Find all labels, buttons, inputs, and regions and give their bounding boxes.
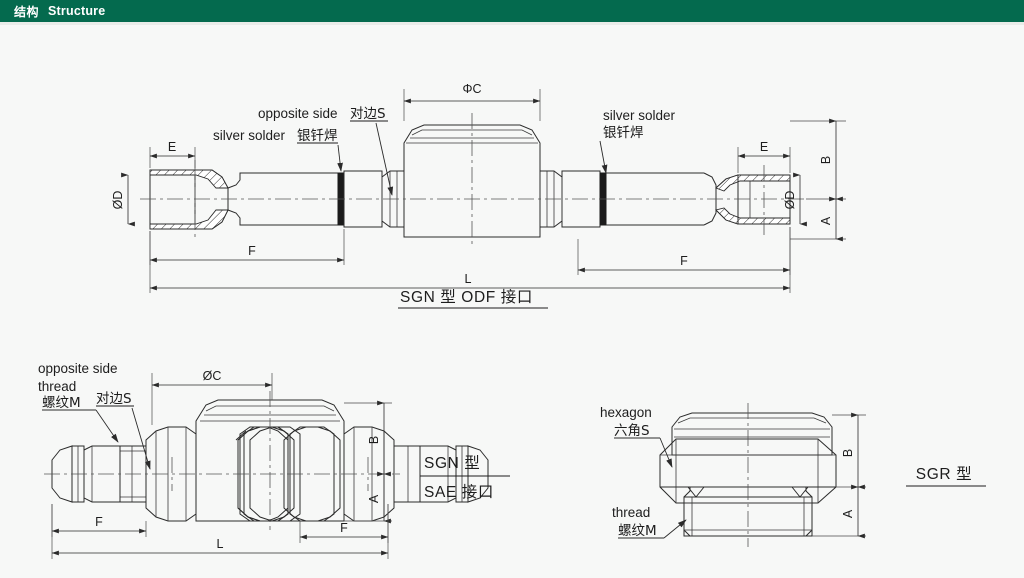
header-title-en: Structure xyxy=(48,4,106,18)
sae-dim-b: B xyxy=(344,400,394,477)
odf-dim-e-left: E xyxy=(149,140,196,168)
odf-label-opposite-side-en: opposite side xyxy=(258,106,338,121)
odf-dim-label-b: B xyxy=(819,156,833,164)
sae-caption: SGN 型 SAE 接口 xyxy=(420,454,510,501)
sgr-annotation-hexagon: hexagon 六角S xyxy=(600,405,673,468)
odf-caption: SGN 型 ODF 接口 xyxy=(398,288,548,309)
sae-annotation-thread: opposite side thread 螺纹M xyxy=(38,361,119,443)
sae-right-hex-final xyxy=(237,426,289,522)
sae-annotation-opposite-side: 对边S xyxy=(96,391,151,470)
sgr-upper-body xyxy=(671,412,833,456)
odf-dim-label-e-left: E xyxy=(168,140,176,154)
figure-sgr-fitting: B A hexagon 六角S thread 螺纹M xyxy=(600,403,866,547)
sae-dim-label-a: A xyxy=(367,494,381,503)
odf-dim-e-right: E xyxy=(737,140,791,173)
odf-label-silver-solder-left-en: silver solder xyxy=(213,128,286,143)
sae-dim-label-l: L xyxy=(217,537,224,551)
odf-label-silver-solder-right-cn: 银钎焊 xyxy=(603,125,644,141)
odf-dim-label-e-right: E xyxy=(760,140,768,154)
sgr-dim-a: A xyxy=(812,484,866,539)
technical-drawing-canvas: ΦC E E ØD ØD xyxy=(0,25,1024,578)
odf-caption-text: SGN 型 ODF 接口 xyxy=(400,288,533,306)
odf-left-tube xyxy=(149,169,345,230)
odf-dim-label-l: L xyxy=(465,272,472,286)
section-header-bar: 结构 Structure xyxy=(0,0,1024,22)
sgr-annotation-thread: thread 螺纹M xyxy=(612,505,687,539)
sae-dim-label-f-right: F xyxy=(340,521,348,535)
odf-dim-label-f-left: F xyxy=(248,244,256,258)
odf-dim-phi-d-right: ØD xyxy=(783,172,807,227)
header-title-cn: 结构 xyxy=(14,4,40,19)
sgr-label-thread-en: thread xyxy=(612,505,650,520)
sgr-dim-label-a: A xyxy=(841,509,855,518)
odf-dim-phi-d-left: ØD xyxy=(111,172,135,227)
sae-dim-phi-c: ØC xyxy=(151,369,273,425)
sgr-caption-text: SGR 型 xyxy=(916,465,972,483)
odf-dim-f-left: F xyxy=(149,229,345,265)
odf-label-silver-solder-right-en: silver solder xyxy=(603,108,676,123)
sae-dim-label-f-left: F xyxy=(95,515,103,529)
odf-dim-label-phi-d-right: ØD xyxy=(783,191,797,210)
odf-annotation-silver-solder-right: silver solder 银钎焊 xyxy=(599,108,676,174)
odf-label-opposite-side-cn: 对边S xyxy=(350,106,386,122)
sgr-threaded-spigot xyxy=(683,487,813,537)
odf-annotation-opposite-side: opposite side 对边S xyxy=(258,106,394,196)
sae-label-opposite-side-en: opposite side xyxy=(38,361,118,376)
sae-right-hex-and-flare xyxy=(237,426,289,522)
sae-dim-label-phi-c: ØC xyxy=(203,369,222,383)
sae-label-thread-cn: 螺纹M xyxy=(42,395,81,411)
odf-annotation-silver-solder-left: silver solder 银钎焊 xyxy=(213,128,343,172)
odf-dim-b: B xyxy=(790,118,846,202)
sae-right-group xyxy=(249,426,301,522)
sgr-dim-b: B xyxy=(832,412,866,490)
sae-dim-l: L xyxy=(51,504,389,559)
odf-dim-l: L xyxy=(149,227,791,293)
figure-sae-assembly: ØC B A F F xyxy=(38,25,489,559)
sgr-label-thread-cn: 螺纹M xyxy=(618,523,657,539)
sae-caption-line1: SGN 型 xyxy=(424,454,480,472)
sae-right-hex-nut xyxy=(240,25,252,434)
odf-dim-label-phi-d-left: ØD xyxy=(111,191,125,210)
sae-label-thread-en: thread xyxy=(38,379,76,394)
header-underline-rule xyxy=(0,22,1024,25)
sae-caption-line2: SAE 接口 xyxy=(424,483,494,501)
sae-hex-right xyxy=(235,430,247,441)
odf-dim-label-phi-c: ΦC xyxy=(462,82,481,96)
sgr-caption: SGR 型 xyxy=(906,465,986,487)
sgr-label-hexagon-cn: 六角S xyxy=(614,423,650,439)
sae-dim-label-b: B xyxy=(367,436,381,444)
sae-dim-a: A xyxy=(344,471,392,524)
odf-dim-a: A xyxy=(790,196,846,242)
sae-label-opposite-side-cn: 对边S xyxy=(96,391,132,407)
odf-label-silver-solder-left-cn: 银钎焊 xyxy=(297,128,338,144)
odf-dim-label-f-right: F xyxy=(680,254,688,268)
sae-dim-f-left: F xyxy=(51,504,147,537)
odf-dim-phi-c: ΦC xyxy=(403,82,541,121)
sgr-dim-label-b: B xyxy=(841,449,855,457)
odf-dim-f-right: F xyxy=(577,227,791,275)
sae-left-fitting xyxy=(51,445,147,503)
sgr-label-hexagon-en: hexagon xyxy=(600,405,652,420)
odf-dim-label-a: A xyxy=(819,216,833,225)
figure-odf-assembly: ΦC E E ØD ØD xyxy=(111,82,846,293)
